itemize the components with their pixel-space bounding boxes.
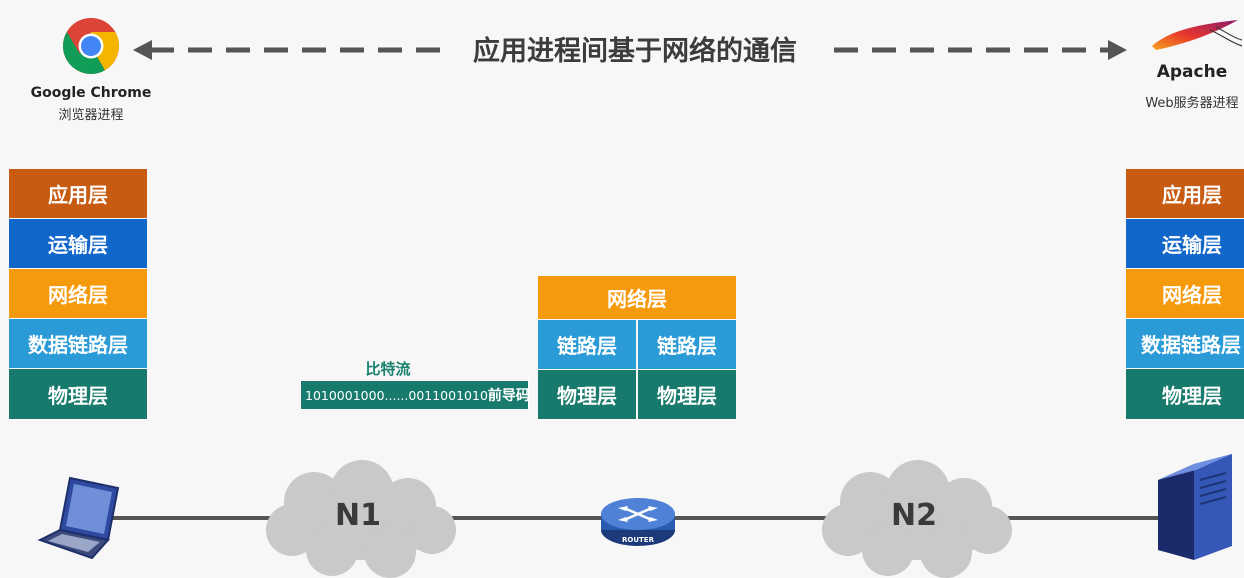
transport-layer: 运输层 — [9, 219, 147, 268]
diagram-title: 应用进程间基于网络的通信 — [440, 30, 830, 74]
server-app-subtitle: Web服务器进程 — [1145, 96, 1239, 111]
transport-layer: 运输层 — [1126, 219, 1244, 268]
router-icon — [601, 498, 675, 546]
bitstream-label: 比特流 — [365, 360, 411, 378]
server-icon — [1158, 454, 1232, 560]
router-network-layer: 网络层 — [538, 276, 736, 319]
network-layer: 网络层 — [1126, 269, 1244, 318]
router-label: ROUTER — [622, 536, 654, 544]
physical-layer: 物理层 — [9, 369, 147, 419]
application-layer: 应用层 — [9, 169, 147, 218]
server-app-name: Apache — [1156, 62, 1228, 82]
network-layer: 网络层 — [9, 269, 147, 318]
client-app-name: Google Chrome — [30, 85, 152, 101]
cloud-n2-icon — [822, 460, 1012, 578]
cloud-n1-icon — [266, 460, 456, 578]
data-link-layer: 数据链路层 — [9, 319, 147, 368]
data-link-layer: 数据链路层 — [1126, 319, 1244, 368]
router-physical-layer-right: 物理层 — [638, 370, 736, 419]
bitstream-bits: 1010001000......0011001010 — [305, 387, 488, 403]
router-link-layer-left: 链路层 — [538, 320, 636, 369]
client-app-subtitle: 浏览器进程 — [58, 108, 124, 123]
physical-layer: 物理层 — [1126, 369, 1244, 419]
network-n1-label: N1 — [335, 498, 381, 533]
application-layer: 应用层 — [1126, 169, 1244, 218]
bitstream-frame: 1010001000......0011001010 前导码 — [300, 380, 530, 410]
apache-feather-icon — [1152, 20, 1243, 50]
laptop-icon — [37, 476, 120, 560]
chrome-logo-icon — [63, 18, 119, 74]
router-link-layer-right: 链路层 — [638, 320, 736, 369]
preamble-label: 前导码 — [487, 388, 530, 404]
network-n2-label: N2 — [891, 498, 937, 533]
router-physical-layer-left: 物理层 — [538, 370, 636, 419]
